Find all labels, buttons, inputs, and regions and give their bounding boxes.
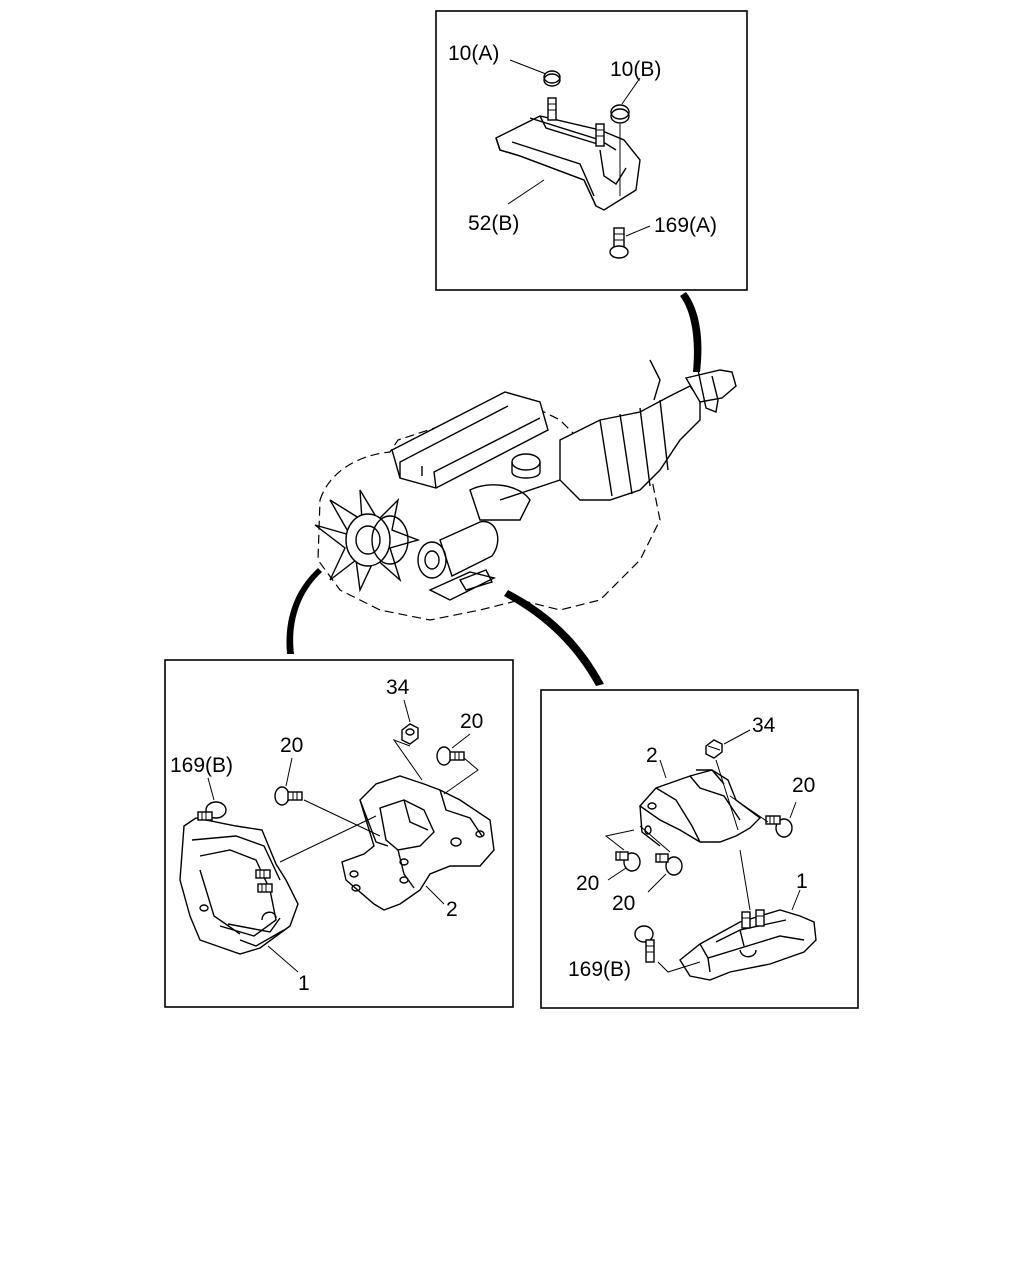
label-right-2: 2 (646, 744, 658, 767)
label-left-34: 34 (386, 676, 410, 699)
stud-icon (255, 869, 273, 893)
label-right-169b: 169(B) (568, 958, 631, 981)
bolt-icon (436, 746, 465, 766)
label-right-34: 34 (752, 714, 776, 737)
engine-transmission-illustration (314, 359, 737, 621)
bolt-icon (609, 227, 629, 259)
bolt-icon (615, 851, 641, 872)
label-left-1: 1 (298, 972, 310, 995)
right-mount-illustration (604, 729, 817, 981)
fan-icon (314, 489, 421, 593)
label-169a: 169(A) (654, 214, 717, 237)
label-10a: 10(A) (448, 42, 499, 65)
left-mount-illustration (179, 699, 495, 973)
nut-icon (401, 723, 419, 745)
label-right-20-right: 20 (792, 774, 815, 797)
bolt-icon (634, 925, 655, 963)
callout-leader-right (504, 590, 604, 686)
label-right-20-lower-2: 20 (612, 892, 635, 915)
nut-icon (610, 104, 630, 196)
stud-icon (547, 97, 605, 147)
label-right-1: 1 (796, 870, 808, 893)
label-left-20-left: 20 (280, 734, 303, 757)
bolt-icon (655, 853, 683, 876)
callout-leader-top (680, 292, 702, 372)
callout-leader-left (286, 568, 322, 654)
rear-mount-illustration (495, 59, 651, 259)
label-10b: 10(B) (610, 58, 661, 81)
bolt-icon (274, 786, 303, 806)
bolt-icon (197, 801, 227, 821)
nut-icon (543, 70, 561, 87)
label-left-20-top: 20 (460, 710, 483, 733)
nut-icon (705, 739, 723, 759)
label-left-169b: 169(B) (170, 754, 233, 777)
label-right-20-lower-1: 20 (576, 872, 599, 895)
stud-icon (741, 909, 765, 929)
bolt-icon (765, 815, 793, 838)
label-52b: 52(B) (468, 212, 519, 235)
label-left-2: 2 (446, 898, 458, 921)
